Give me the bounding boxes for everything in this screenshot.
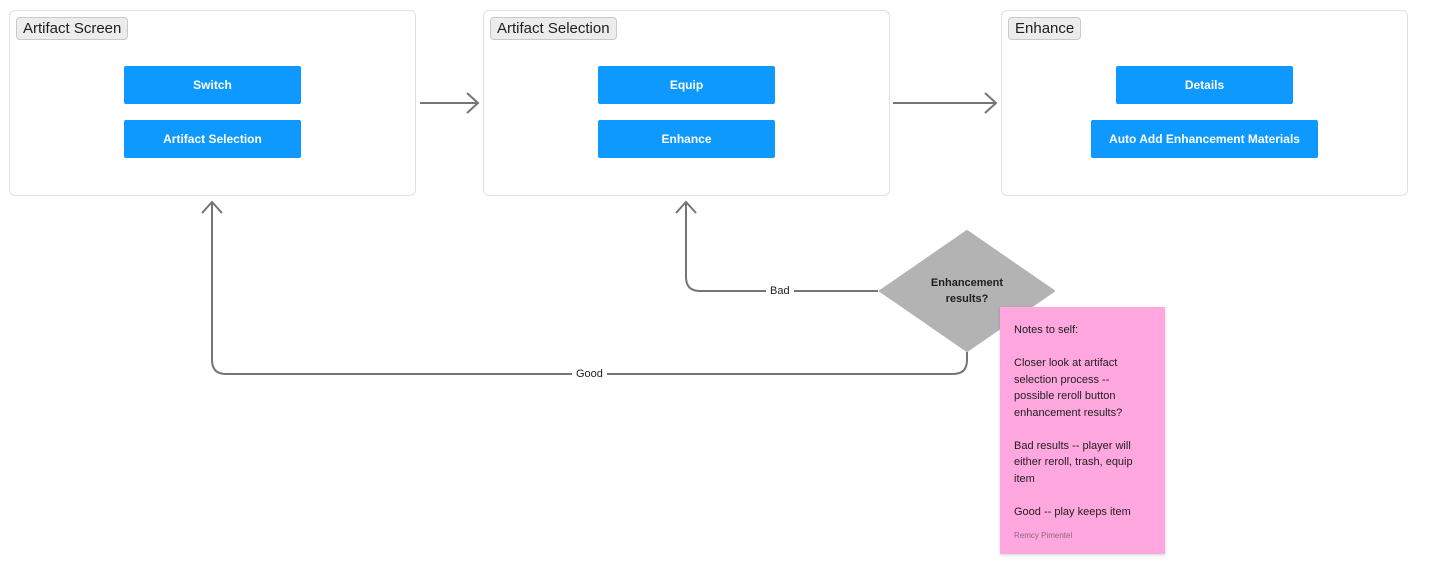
artifact-selection-button[interactable]: Artifact Selection	[124, 120, 301, 158]
good-connector	[211, 202, 968, 375]
enhance-button[interactable]: Enhance	[598, 120, 775, 158]
sticky-note-paragraph: Closer look at artifact selection proces…	[1014, 357, 1123, 419]
switch-button[interactable]: Switch	[124, 66, 301, 104]
bad-arrowhead	[675, 200, 697, 214]
sticky-note-paragraph: Bad results -- player will either reroll…	[1014, 439, 1133, 485]
frame-title: Artifact Screen	[16, 17, 129, 40]
decision-label: Enhancement results?	[930, 277, 1004, 305]
frame-artifact-screen: Artifact Screen Switch Artifact Selectio…	[9, 10, 416, 196]
sticky-note-author: Remcy Pimentel	[1014, 531, 1073, 540]
good-arrowhead	[201, 200, 223, 214]
frame-enhance: Enhance Details Auto Add Enhancement Mat…	[1001, 10, 1408, 196]
details-button[interactable]: Details	[1116, 66, 1293, 104]
frame-title: Artifact Selection	[490, 17, 617, 40]
bad-connector	[685, 202, 878, 292]
auto-add-enhancement-materials-button[interactable]: Auto Add Enhancement Materials	[1091, 120, 1318, 158]
arrowhead-selection-to-enhance	[984, 92, 998, 114]
bad-edge-label: Bad	[766, 284, 794, 298]
frame-title: Enhance	[1008, 17, 1082, 40]
frame-artifact-selection: Artifact Selection Equip Enhance	[483, 10, 890, 196]
arrowhead-screen-to-selection	[466, 92, 480, 114]
good-edge-label: Good	[572, 367, 607, 381]
equip-button[interactable]: Equip	[598, 66, 775, 104]
sticky-note[interactable]: Notes to self: Closer look at artifact s…	[1000, 307, 1165, 554]
sticky-note-heading: Notes to self:	[1014, 324, 1079, 336]
sticky-note-paragraph: Good -- play keeps item	[1014, 505, 1131, 518]
